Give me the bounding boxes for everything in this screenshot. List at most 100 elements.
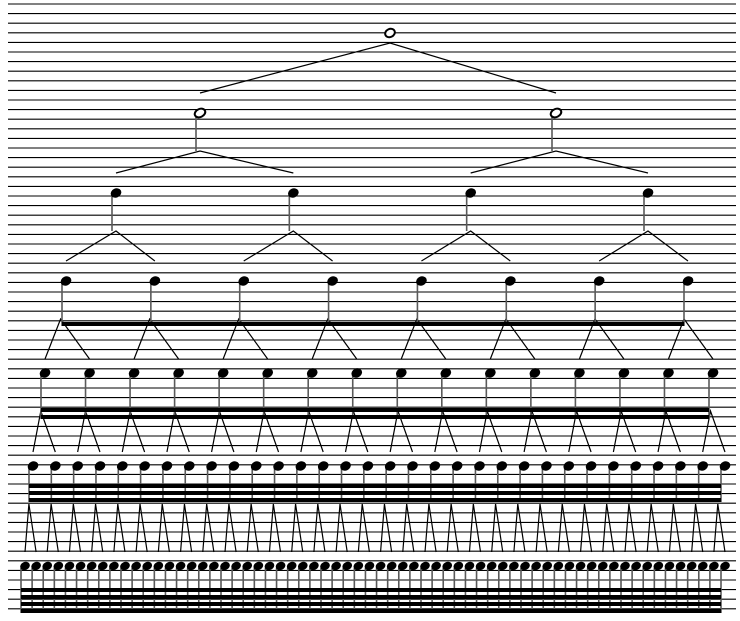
sixteenth-note-head (39, 368, 51, 378)
sixteenth-note-head (262, 368, 274, 378)
sixty-fourth-note-head (453, 561, 464, 571)
branch-connector (598, 230, 689, 262)
thirty-second-note-head (608, 461, 619, 471)
whole-note-head (384, 27, 396, 39)
sixty-fourth-note-head (597, 561, 608, 571)
thirty-second-note-head (474, 461, 485, 471)
sixty-fourth-note-head (642, 561, 653, 571)
sixteenth-note-head (306, 368, 318, 378)
sixty-fourth-beam (21, 595, 721, 599)
thirty-second-beam (29, 498, 721, 502)
sixty-fourth-note-head (253, 561, 264, 571)
eighth-note-head (682, 276, 694, 286)
branch-connector (402, 503, 415, 553)
sixty-fourth-note-head (353, 561, 364, 571)
thirty-second-note-head (317, 461, 329, 471)
branch-connector (470, 150, 649, 174)
eighth-note-head (238, 276, 250, 286)
sixty-fourth-note-head (709, 561, 719, 571)
sixty-fourth-note-head (331, 561, 341, 571)
branch-connector (91, 503, 104, 553)
branch-connector (224, 503, 237, 553)
sixty-fourth-note-head (242, 561, 253, 571)
thirty-second-note-head (630, 461, 642, 471)
eighth-note-head (416, 276, 427, 286)
branch-connector (133, 317, 180, 360)
sixty-fourth-note-head (42, 561, 53, 571)
thirty-second-note-head (116, 461, 128, 471)
sixteenth-note-head (529, 368, 541, 378)
quarter-note-head (287, 188, 299, 198)
sixty-fourth-note-head (553, 561, 564, 571)
branch-connector (113, 503, 126, 553)
sixteenth-note-head (395, 368, 407, 378)
sixty-fourth-note-head (31, 561, 41, 571)
branch-connector (713, 503, 726, 553)
thirty-second-note-head (496, 461, 508, 471)
sixty-fourth-note-head (431, 561, 441, 571)
sixty-fourth-note-head (686, 561, 697, 571)
thirty-second-note-head (429, 461, 441, 471)
thirty-second-note-head (384, 461, 396, 471)
thirty-second-note-head (652, 461, 664, 471)
branch-connector (68, 503, 82, 553)
sixty-fourth-note-head (564, 561, 575, 571)
sixty-fourth-note-head (131, 561, 141, 571)
branch-connector (379, 503, 393, 553)
thirty-second-note-head (340, 461, 351, 471)
sixty-fourth-note-head (475, 561, 486, 571)
branch-connector (357, 503, 371, 553)
branch-connector (291, 503, 304, 553)
sixty-fourth-note-head (586, 561, 597, 571)
sixty-fourth-note-head (520, 561, 530, 571)
branch-connector (335, 503, 348, 553)
sixteenth-note-head (128, 368, 140, 378)
thirty-second-note-head (541, 461, 552, 471)
thirty-second-note-head (250, 461, 262, 471)
thirty-second-note-head (585, 461, 597, 471)
sixty-fourth-note-head (575, 561, 586, 571)
sixty-fourth-note-head (220, 561, 230, 571)
branch-connector (624, 503, 637, 553)
thirty-second-note-head (719, 461, 731, 471)
thirty-second-note-head (228, 461, 240, 471)
branch-connector (65, 230, 156, 262)
thirty-second-note-head (362, 461, 374, 471)
sixteenth-note-head (574, 368, 585, 378)
sixty-fourth-note-head (364, 561, 375, 571)
branch-connector (557, 503, 571, 553)
sixty-fourth-note-head (342, 561, 353, 571)
sixty-fourth-note-head (142, 561, 153, 571)
branch-connector (243, 230, 333, 262)
thirty-second-note-head (518, 461, 530, 471)
quarter-note-head (110, 188, 122, 198)
branch-connector (424, 503, 437, 553)
branch-connector (468, 503, 482, 553)
thirty-second-note-head (206, 461, 217, 471)
branch-connector (579, 503, 593, 553)
branch-connector (202, 503, 215, 553)
sixty-fourth-note-head (86, 561, 97, 571)
quarter-note-head (465, 188, 477, 198)
sixty-fourth-note-head (664, 561, 675, 571)
eighth-note-head (593, 276, 605, 286)
branch-connector (702, 408, 726, 453)
branch-connector (115, 150, 294, 174)
branch-connector (44, 317, 91, 360)
branch-connector (46, 503, 59, 553)
sixty-fourth-note-head (420, 561, 430, 571)
eighth-note-head (504, 276, 516, 286)
thirty-second-note-head (697, 461, 709, 471)
thirty-second-beam (29, 484, 721, 488)
branch-connector (535, 503, 548, 553)
branch-connector (268, 503, 282, 553)
sixteenth-note-head (351, 368, 363, 378)
sixty-fourth-note-head (653, 561, 664, 571)
sixty-fourth-note-head (164, 561, 175, 571)
sixty-fourth-note-head (442, 561, 453, 571)
thirty-second-note-head (563, 461, 575, 471)
thirty-second-note-head (407, 461, 418, 471)
thirty-second-note-head (295, 461, 307, 471)
branch-connector (446, 503, 459, 553)
sixty-fourth-note-head (197, 561, 208, 571)
